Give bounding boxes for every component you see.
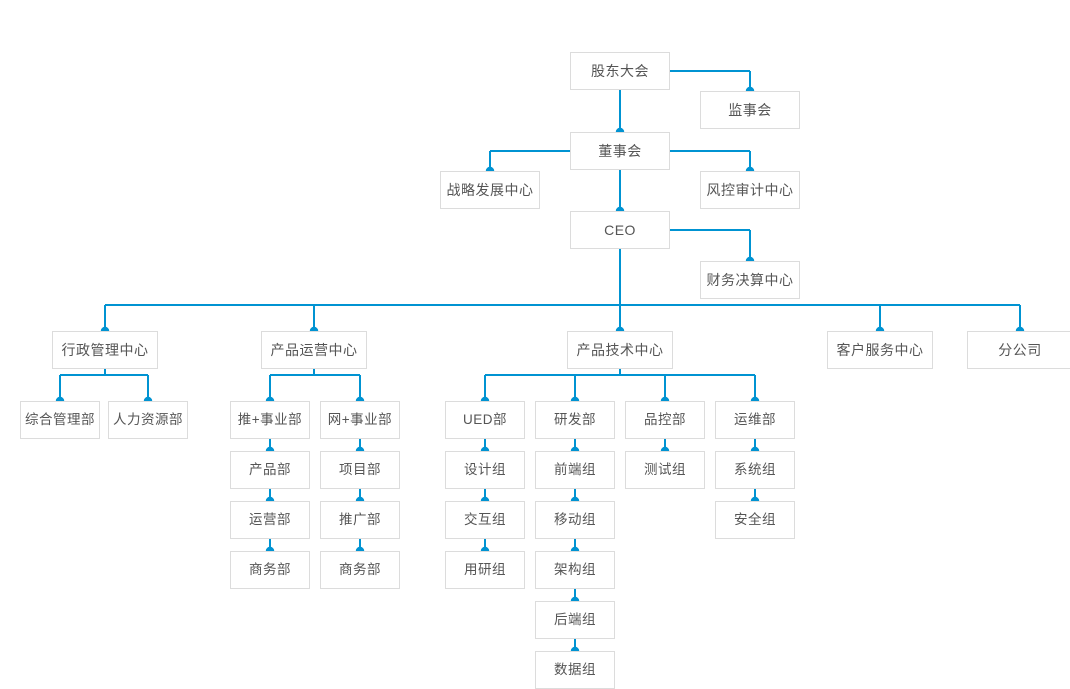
org-node-label: 综合管理部 xyxy=(25,412,95,428)
org-node-label: 董事会 xyxy=(598,143,642,159)
org-node-r5[interactable]: 后端组 xyxy=(535,601,615,639)
org-node-label: 品控部 xyxy=(644,412,686,428)
org-node-label: 项目部 xyxy=(339,462,381,478)
org-node-n2[interactable]: 监事会 xyxy=(700,91,800,129)
org-node-a1[interactable]: 综合管理部 xyxy=(20,401,100,439)
org-node-d2[interactable]: 产品运营中心 xyxy=(261,331,367,369)
org-node-label: 设计组 xyxy=(464,462,506,478)
org-node-p4[interactable]: 商务部 xyxy=(230,551,310,589)
org-node-d4[interactable]: 客户服务中心 xyxy=(827,331,933,369)
org-node-label: 移动组 xyxy=(554,512,596,528)
org-node-r6[interactable]: 数据组 xyxy=(535,651,615,689)
org-node-label: 产品运营中心 xyxy=(270,342,358,358)
org-node-label: 人力资源部 xyxy=(113,412,183,428)
org-node-t1[interactable]: 品控部 xyxy=(625,401,705,439)
org-node-label: 运维部 xyxy=(734,412,776,428)
org-node-t2[interactable]: 测试组 xyxy=(625,451,705,489)
org-node-o1[interactable]: 运维部 xyxy=(715,401,795,439)
org-node-q3[interactable]: 推广部 xyxy=(320,501,400,539)
org-node-q1[interactable]: 网+事业部 xyxy=(320,401,400,439)
org-node-n6[interactable]: CEO xyxy=(570,211,670,249)
org-node-n4[interactable]: 战略发展中心 xyxy=(440,171,540,209)
org-node-label: CEO xyxy=(604,222,636,238)
org-node-u2[interactable]: 设计组 xyxy=(445,451,525,489)
org-node-n7[interactable]: 财务决算中心 xyxy=(700,261,800,299)
org-node-label: 商务部 xyxy=(339,562,381,578)
org-node-a2[interactable]: 人力资源部 xyxy=(108,401,188,439)
org-node-r2[interactable]: 前端组 xyxy=(535,451,615,489)
org-node-label: 研发部 xyxy=(554,412,596,428)
org-node-label: 推广部 xyxy=(339,512,381,528)
org-node-n1[interactable]: 股东大会 xyxy=(570,52,670,90)
org-node-q4[interactable]: 商务部 xyxy=(320,551,400,589)
org-node-label: 产品部 xyxy=(249,462,291,478)
org-node-d5[interactable]: 分公司 xyxy=(967,331,1070,369)
org-node-o3[interactable]: 安全组 xyxy=(715,501,795,539)
org-node-label: 用研组 xyxy=(464,562,506,578)
org-node-n3[interactable]: 董事会 xyxy=(570,132,670,170)
org-node-r3[interactable]: 移动组 xyxy=(535,501,615,539)
org-node-n5[interactable]: 风控审计中心 xyxy=(700,171,800,209)
org-node-label: 运营部 xyxy=(249,512,291,528)
org-node-label: 风控审计中心 xyxy=(706,182,794,198)
org-node-p2[interactable]: 产品部 xyxy=(230,451,310,489)
org-node-label: 后端组 xyxy=(554,612,596,628)
org-node-label: 战略发展中心 xyxy=(446,182,534,198)
org-node-label: 商务部 xyxy=(249,562,291,578)
org-node-p3[interactable]: 运营部 xyxy=(230,501,310,539)
org-node-p1[interactable]: 推+事业部 xyxy=(230,401,310,439)
org-node-u1[interactable]: UED部 xyxy=(445,401,525,439)
org-node-label: 分公司 xyxy=(998,342,1042,358)
org-node-label: 推+事业部 xyxy=(237,412,303,428)
org-node-r1[interactable]: 研发部 xyxy=(535,401,615,439)
org-node-label: 数据组 xyxy=(554,662,596,678)
org-node-label: UED部 xyxy=(462,412,507,428)
org-node-u3[interactable]: 交互组 xyxy=(445,501,525,539)
org-node-o2[interactable]: 系统组 xyxy=(715,451,795,489)
org-node-label: 安全组 xyxy=(734,512,776,528)
org-node-u4[interactable]: 用研组 xyxy=(445,551,525,589)
org-node-label: 股东大会 xyxy=(591,63,649,79)
org-node-r4[interactable]: 架构组 xyxy=(535,551,615,589)
org-node-d3[interactable]: 产品技术中心 xyxy=(567,331,673,369)
org-node-label: 财务决算中心 xyxy=(706,272,794,288)
org-node-label: 行政管理中心 xyxy=(61,342,149,358)
org-node-label: 网+事业部 xyxy=(327,412,393,428)
org-node-label: 监事会 xyxy=(728,102,772,118)
org-node-q2[interactable]: 项目部 xyxy=(320,451,400,489)
org-node-label: 系统组 xyxy=(734,462,776,478)
org-node-label: 前端组 xyxy=(554,462,596,478)
org-node-label: 测试组 xyxy=(644,462,686,478)
org-node-label: 交互组 xyxy=(464,512,506,528)
org-node-label: 客户服务中心 xyxy=(836,342,924,358)
org-node-d1[interactable]: 行政管理中心 xyxy=(52,331,158,369)
org-node-label: 产品技术中心 xyxy=(576,342,664,358)
org-node-label: 架构组 xyxy=(554,562,596,578)
